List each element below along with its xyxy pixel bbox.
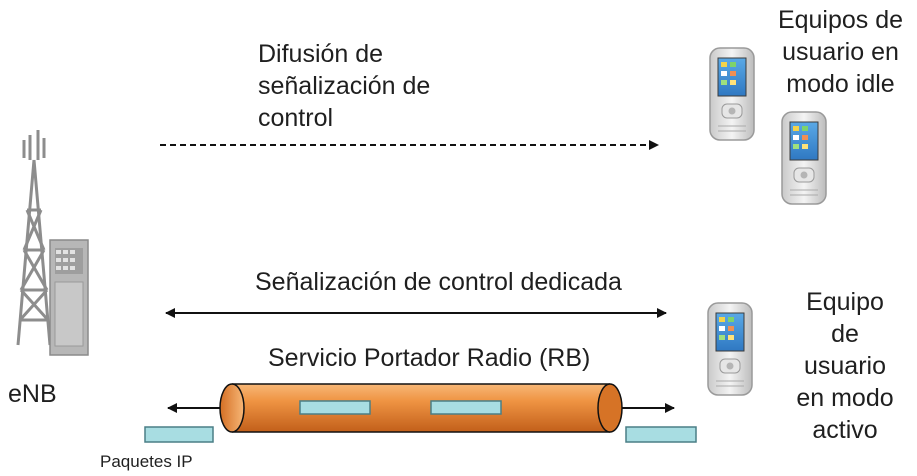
active-ue-label-line: de [831, 320, 859, 348]
broadcast-label-line: Difusión de [258, 40, 384, 68]
broadcast-label-line: señalización de [258, 72, 431, 100]
enb-label: eNB [8, 380, 57, 408]
dedicated-signaling-label: Señalización de control dedicada [255, 268, 622, 296]
ip-packet-right [625, 426, 697, 443]
radio-tower-icon [16, 130, 52, 346]
ip-packets-label: Paquetes IP [100, 452, 193, 471]
idle-ue-label-line: Equipos de [777, 6, 904, 34]
base-station-cabinet-icon [49, 239, 89, 356]
idle-ue-label-line: usuario en [782, 38, 899, 66]
radio-bearer-tube [219, 383, 623, 433]
idle-ue-label-line: modo idle [786, 70, 895, 98]
broadcast-label: Difusión de señalización de control [258, 38, 498, 134]
ip-packet-in-tube [299, 400, 371, 415]
idle-ue-label: Equipos de usuario en modo idle [768, 4, 913, 100]
active-ue-label-line: en modo [796, 384, 894, 412]
ip-packet-in-tube [430, 400, 502, 415]
mobile-phone-icon [707, 302, 753, 396]
active-ue-label-line: activo [812, 416, 878, 444]
active-ue-label-line: Equipo [806, 288, 884, 316]
active-ue-label-line: usuario [804, 352, 886, 380]
ip-packet-left [144, 426, 214, 443]
radio-bearer-label: Servicio Portador Radio (RB) [268, 344, 591, 372]
broadcast-label-line: control [258, 104, 334, 132]
mobile-phone-icon [709, 47, 755, 141]
active-ue-label: Equipo de usuario en modo activo [780, 286, 910, 446]
mobile-phone-icon [781, 111, 827, 205]
